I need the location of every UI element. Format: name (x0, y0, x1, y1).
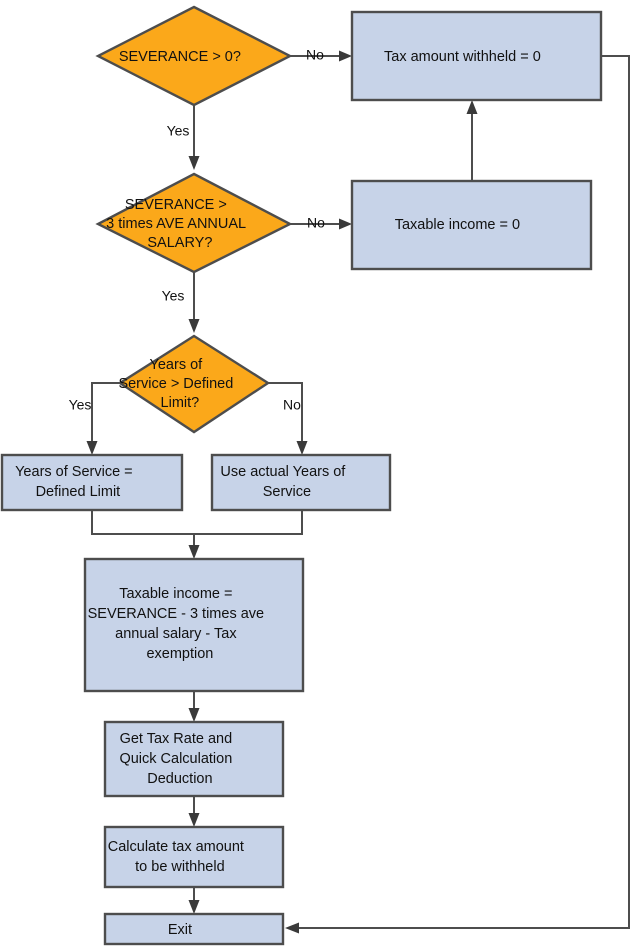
node-severance-gt-3x[interactable]: SEVERANCE > 3 times AVE ANNUAL SALARY? (0, 0, 293, 274)
process-rect-shape (350, 10, 603, 102)
decision-diamond-shape (95, 172, 293, 274)
edge-withheld-to-exit-arrowhead (285, 922, 299, 934)
node-taxable-income-zero[interactable]: Taxable income = 0 (0, 0, 593, 271)
process-rect-shape (0, 453, 184, 512)
edge-merge-to-calc-arrowhead (188, 545, 200, 559)
node-exit[interactable]: Exit (0, 0, 285, 946)
node-use-actual-years[interactable]: Use actual Years of Service (0, 0, 392, 512)
node-taxable-income-calc-label: Taxable income = SEVERANCE - 3 times ave… (0, 0, 300, 662)
node-tax-withheld-zero-label: Tax amount withheld = 0 (0, 0, 569, 65)
edge-severance3x-yes-arrowhead (188, 319, 200, 333)
edge-rate-to-calculate-arrowhead (188, 813, 200, 827)
edge-severance3x-no-arrowhead (339, 218, 352, 230)
edge-severance-yes-arrowhead (188, 156, 200, 170)
node-severance-gt-zero-label: SEVERANCE > 0? (0, 0, 269, 65)
process-rect-shape (103, 825, 285, 889)
node-years-gt-limit[interactable]: Years of Service > Defined Limit? (0, 0, 271, 434)
process-rect-shape (210, 453, 392, 512)
decision-diamond-shape (95, 5, 293, 107)
edge-severance-no-arrowhead (339, 50, 352, 62)
node-taxable-income-calc[interactable]: Taxable income = SEVERANCE - 3 times ave… (0, 0, 305, 693)
edge-years-no (267, 382, 303, 445)
edge-label-layer: No Yes No Yes Yes No (69, 47, 326, 413)
edge-years-no-arrowhead (296, 441, 308, 455)
node-years-equals-limit[interactable]: Years of Service = Defined Limit (0, 0, 184, 512)
node-taxable-income-zero-label: Taxable income = 0 (0, 0, 548, 233)
edge-label-no-3: No (283, 397, 301, 413)
edge-years-yes-arrowhead (86, 441, 98, 455)
process-rect-shape (103, 720, 285, 798)
process-rect-shape (350, 179, 593, 271)
node-calculate-tax-label: Calculate tax amount to be withheld (0, 0, 280, 875)
edge-label-yes-2: Yes (162, 288, 185, 304)
node-severance-gt-zero[interactable]: SEVERANCE > 0? (0, 0, 293, 107)
edge-label-no-2: No (307, 215, 325, 231)
edge-label-yes-3: Yes (69, 397, 92, 413)
edge-calculate-to-exit-arrowhead (188, 900, 200, 914)
node-get-tax-rate-label: Get Tax Rate and Quick Calculation Deduc… (0, 0, 269, 787)
decision-diamond-shape (117, 334, 271, 434)
node-get-tax-rate[interactable]: Get Tax Rate and Quick Calculation Deduc… (0, 0, 285, 798)
edge-actual-years-merge (193, 509, 303, 535)
edge-calc-to-rate-arrowhead (188, 708, 200, 722)
node-use-actual-years-label: Use actual Years of Service (0, 0, 382, 500)
edge-layer (86, 50, 630, 934)
process-rect-shape (83, 557, 305, 693)
node-exit-label: Exit (0, 0, 220, 938)
process-rect-shape (103, 912, 285, 946)
edge-taxable-zero-up-arrowhead (466, 100, 478, 114)
node-years-gt-limit-label: Years of Service > Defined Limit? (0, 0, 270, 411)
node-calculate-tax[interactable]: Calculate tax amount to be withheld (0, 0, 285, 889)
edge-withheld-to-exit (294, 55, 630, 929)
node-years-equals-limit-label: Years of Service = Defined Limit (0, 0, 169, 500)
edge-years-limit-merge (91, 509, 195, 535)
edge-years-yes (91, 382, 121, 445)
edge-label-no-1: No (306, 47, 324, 63)
node-severance-gt-3x-label: SEVERANCE > 3 times AVE ANNUAL SALARY? (0, 0, 282, 251)
edge-label-yes-1: Yes (167, 123, 190, 139)
node-tax-withheld-zero[interactable]: Tax amount withheld = 0 (0, 0, 603, 102)
